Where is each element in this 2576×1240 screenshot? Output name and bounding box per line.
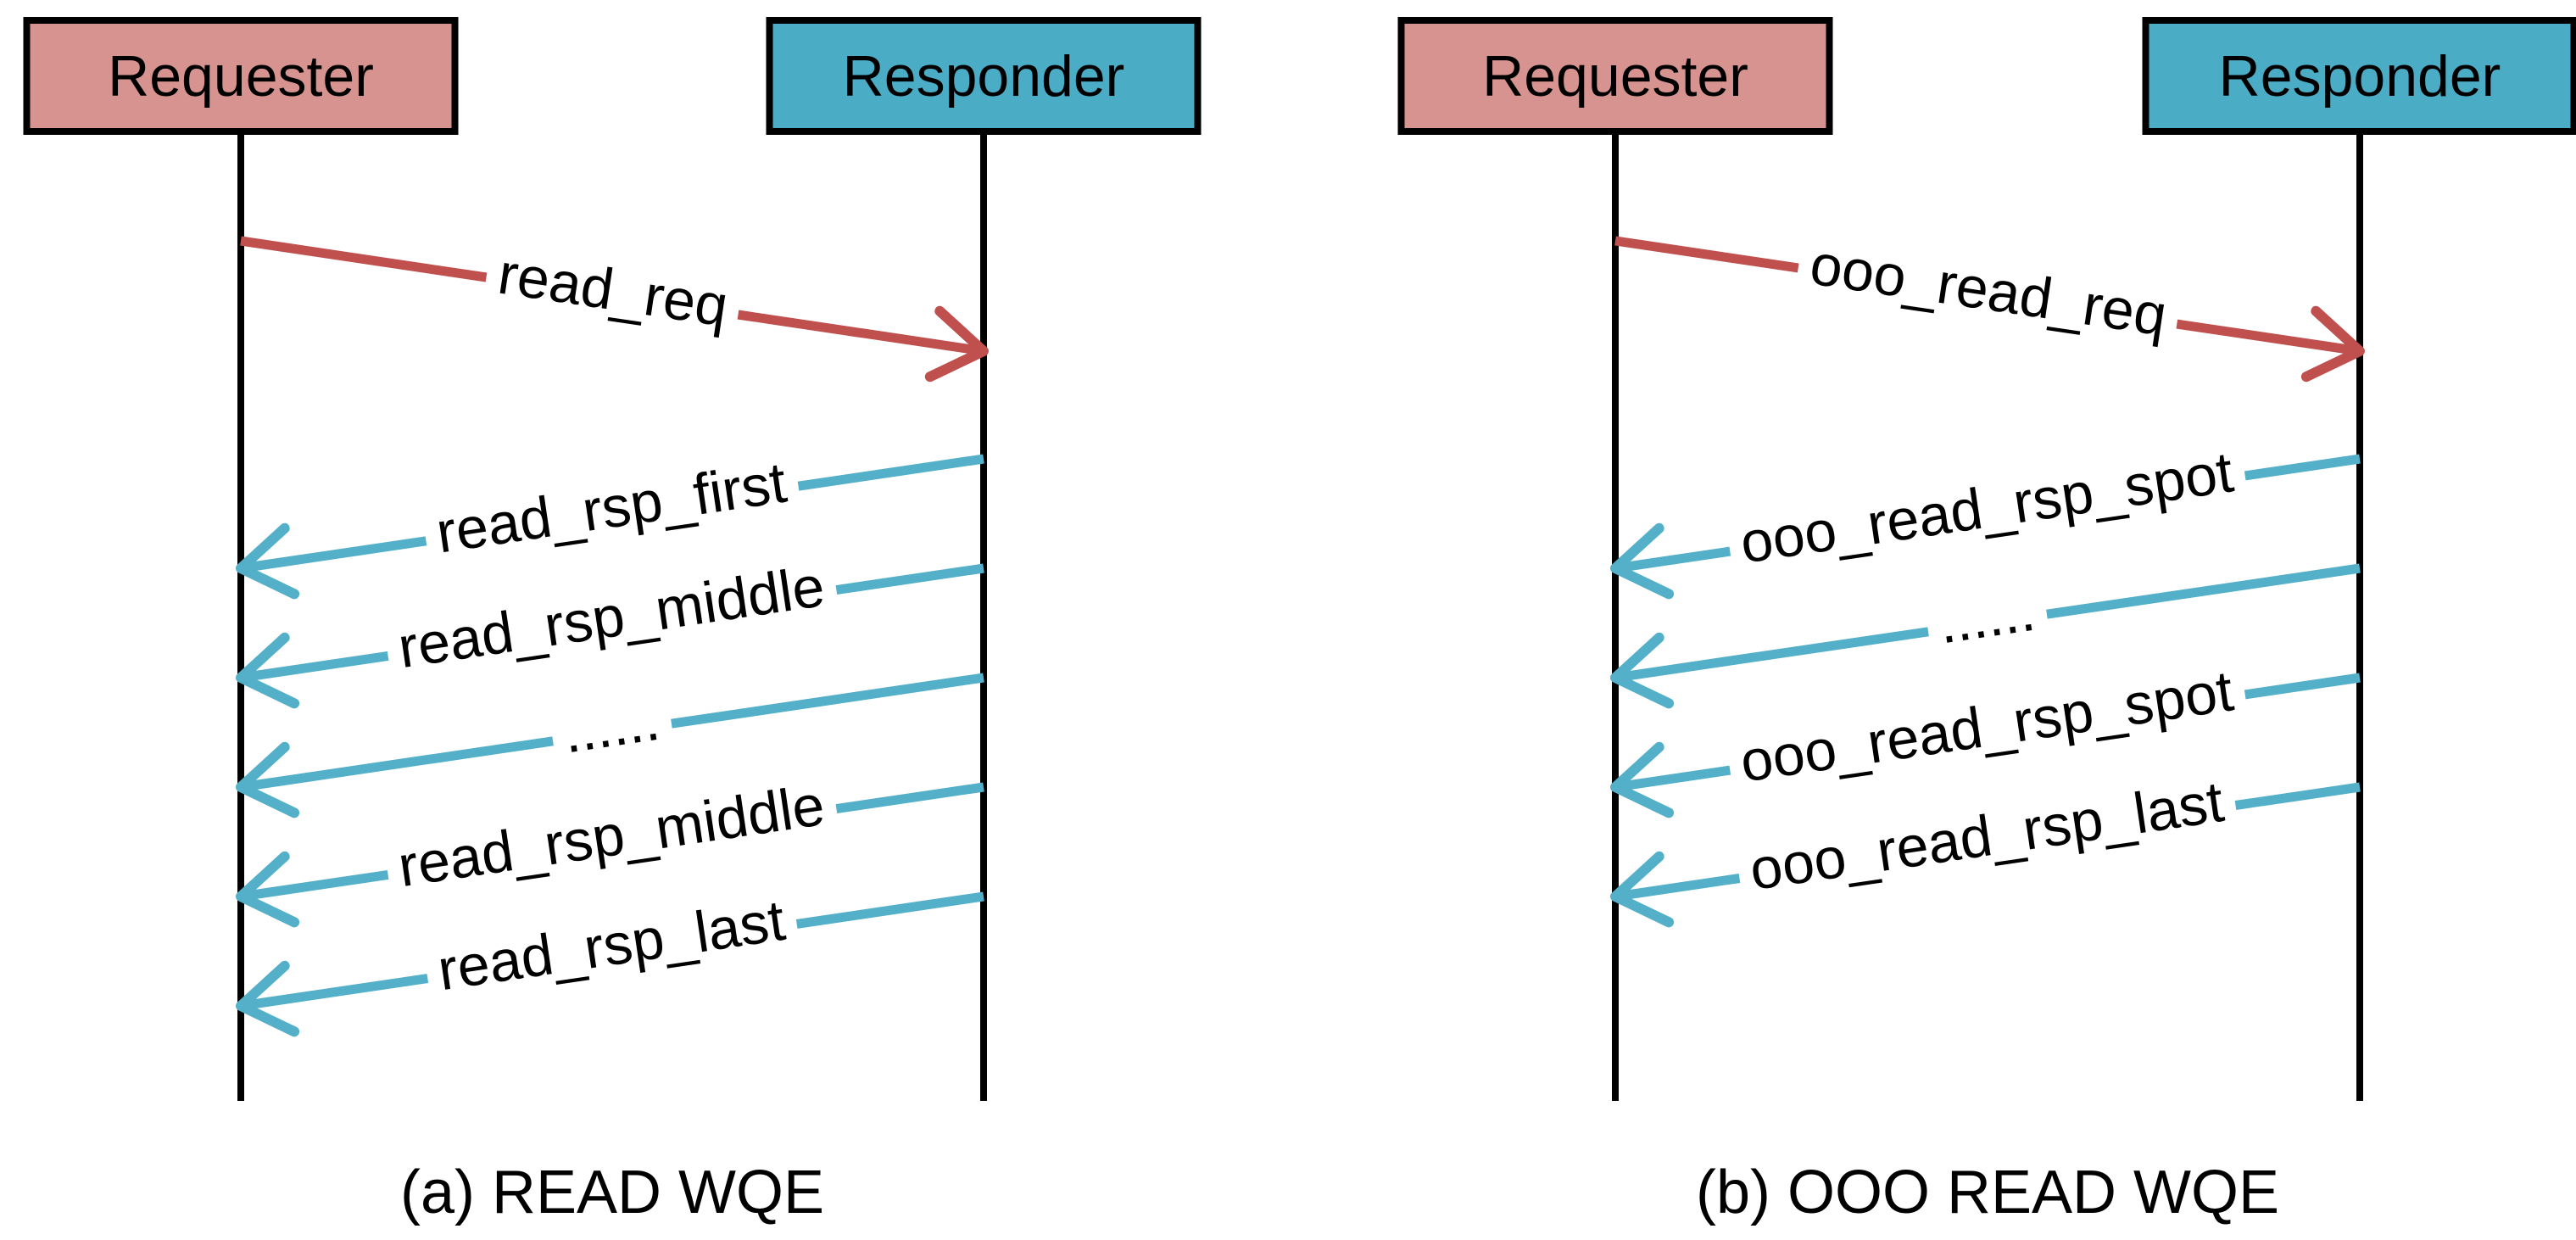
panel-caption: (a) READ WQE: [400, 1159, 824, 1226]
message-line: [2234, 782, 2361, 810]
responder-box: [2142, 17, 2576, 135]
requester-label: Requester: [1482, 44, 1748, 109]
responder-label: Responder: [843, 44, 1125, 109]
message-line: [795, 891, 984, 929]
message-label: ooo_read_rsp_last: [1746, 769, 2228, 902]
panel-a: Requester Responder read_req read_rsp_fir…: [23, 17, 1202, 1226]
message-label: ......: [1934, 578, 2038, 656]
arrowhead-icon: [236, 632, 300, 709]
panel-b: Requester Responder ooo_read_req ooo_read…: [1397, 17, 2576, 1226]
message-label: ooo_read_rsp_spot: [1737, 439, 2238, 575]
arrowhead-icon: [236, 851, 300, 928]
message-label: read_rsp_middle: [394, 773, 828, 899]
message-line: [240, 869, 389, 902]
message-line: [1614, 765, 1731, 792]
message-label: read_req: [494, 242, 732, 339]
message-label: ......: [559, 688, 663, 766]
message-line: [797, 454, 984, 491]
message-line: [1614, 546, 1731, 573]
message-label: ooo_read_req: [1806, 232, 2171, 348]
panel-caption: (b) OOO READ WQE: [1696, 1159, 2279, 1226]
message-label: read_rsp_middle: [394, 554, 828, 680]
responder-label: Responder: [2219, 44, 2501, 109]
message-line: [835, 563, 984, 595]
arrowhead-icon: [1610, 632, 1675, 709]
message-line: [835, 782, 984, 814]
arrowhead-icon: [1610, 851, 1675, 928]
message-line: [2244, 673, 2361, 700]
message-line: [240, 736, 554, 792]
messages-layer: read_reqread_rsp_firstread_rsp_middle...…: [236, 236, 989, 1037]
arrowhead-icon: [1610, 741, 1675, 818]
message-label: read_rsp_last: [434, 888, 789, 1003]
arrowhead-icon: [236, 960, 300, 1037]
message-line: [1614, 627, 1929, 683]
arrowhead-icon: [924, 305, 989, 383]
message-line: [240, 536, 427, 573]
arrowhead-icon: [1610, 522, 1675, 600]
message-label: ooo_read_rsp_spot: [1737, 658, 2238, 794]
message-line: [737, 310, 984, 356]
requester-label: Requester: [108, 44, 374, 109]
message-line: [2244, 454, 2361, 481]
messages-layer: ooo_read_reqooo_read_rsp_spot......ooo_r…: [1610, 232, 2365, 928]
message-line: [1614, 874, 1741, 902]
message-line: [240, 974, 429, 1011]
arrowhead-icon: [236, 741, 300, 818]
message-line: [2176, 319, 2361, 356]
message-line: [240, 236, 488, 282]
arrowhead-icon: [236, 522, 300, 600]
arrowhead-icon: [2300, 305, 2365, 383]
requester-box: [1397, 17, 1833, 135]
message-line: [1614, 236, 1799, 273]
message-label: read_rsp_first: [432, 450, 790, 566]
message-line: [240, 651, 389, 683]
message-line: [671, 673, 984, 729]
message-line: [2046, 563, 2361, 619]
